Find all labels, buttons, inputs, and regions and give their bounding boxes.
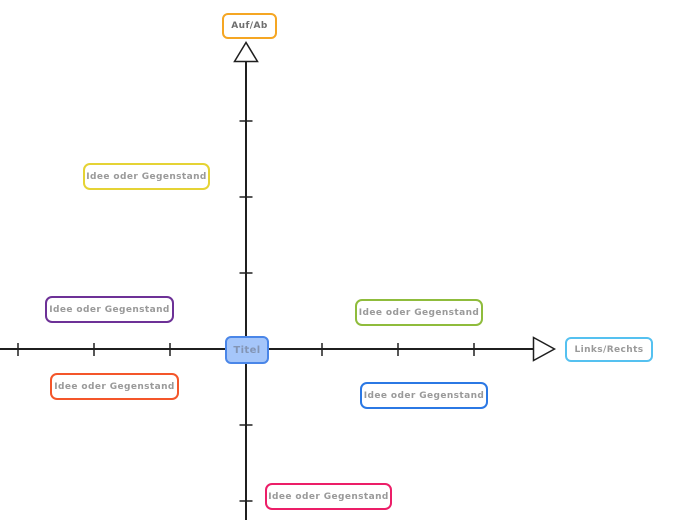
y-axis-label-text: Auf/Ab [231, 21, 268, 31]
idea-box-label: Idee oder Gegenstand [49, 304, 170, 315]
right-arrow-icon [532, 336, 557, 362]
idea-box-upper-left[interactable]: Idee oder Gegenstand [83, 163, 210, 190]
x-axis-label-text: Links/Rechts [574, 344, 644, 355]
idea-box-left-below-axis[interactable]: Idee oder Gegenstand [50, 373, 179, 400]
idea-box-label: Idee oder Gegenstand [358, 307, 480, 318]
up-arrow-icon [233, 41, 259, 63]
idea-box-label: Idee oder Gegenstand [268, 491, 389, 502]
idea-box-right-above-axis[interactable]: Idee oder Gegenstand [355, 299, 483, 326]
axes-group [0, 41, 557, 520]
x-axis-label-box[interactable]: Links/Rechts [565, 337, 653, 362]
center-title-text: Titel [233, 344, 261, 356]
idea-box-bottom-center[interactable]: Idee oder Gegenstand [265, 483, 392, 510]
idea-box-label: Idee oder Gegenstand [363, 390, 485, 401]
idea-box-label: Idee oder Gegenstand [86, 171, 207, 182]
idea-box-right-below-axis[interactable]: Idee oder Gegenstand [360, 382, 488, 409]
idea-box-left-above-axis[interactable]: Idee oder Gegenstand [45, 296, 174, 323]
idea-box-label: Idee oder Gegenstand [54, 381, 175, 392]
y-axis-label-box[interactable]: Auf/Ab [222, 13, 277, 39]
center-title-box[interactable]: Titel [225, 336, 269, 364]
